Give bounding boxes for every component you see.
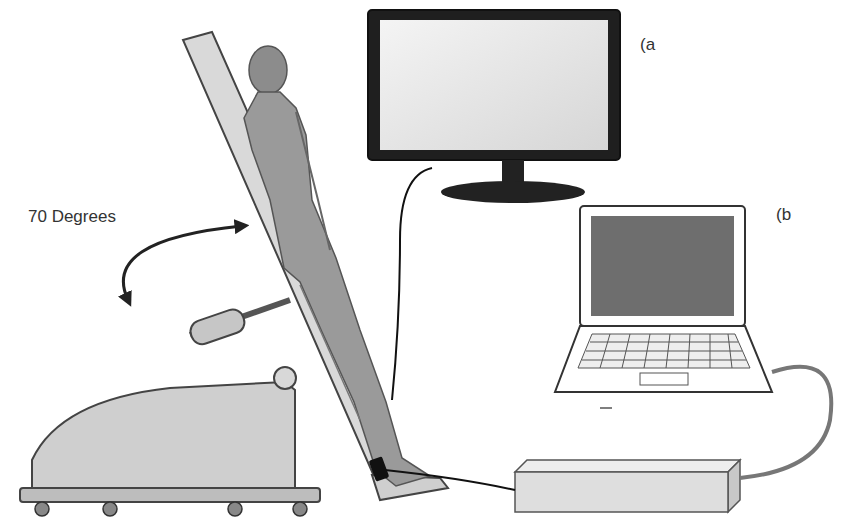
actuator [188,300,296,389]
angle-arrow [123,226,242,300]
text-label: 70 Degrees [28,208,116,225]
text-label: (a [640,36,655,53]
tilt-table-base [20,382,320,516]
monitor [368,10,620,203]
laptop [555,206,772,408]
cables [385,168,831,490]
text-label: (b [776,206,791,223]
emg-sensor [369,456,390,481]
amplifier-box [515,460,740,512]
